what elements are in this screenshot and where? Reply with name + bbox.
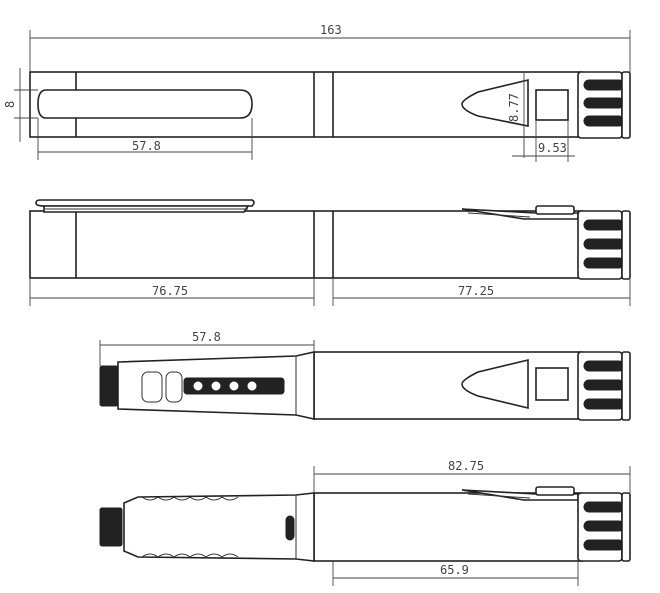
display-window <box>535 367 569 401</box>
dim-barrel-body: 65.9 <box>332 561 579 586</box>
dim-cap-length: 76.75 <box>29 278 315 306</box>
dim-label-clip-length: 57.8 <box>132 139 161 153</box>
dim-label-window-width: 9.53 <box>538 141 567 155</box>
dim-overall-length: 163 <box>29 23 631 72</box>
barrel-outline <box>313 492 583 562</box>
dim-label-barrel-body: 65.9 <box>440 563 469 577</box>
side-pocket-clip <box>35 199 255 213</box>
knurled-end-cap <box>577 210 631 280</box>
dim-label-open-extension: 57.8 <box>192 330 221 344</box>
threaded-tip <box>99 365 119 407</box>
extended-grip-ribbed <box>123 492 315 562</box>
threaded-tip <box>99 507 123 547</box>
dim-clip-length: 57.8 <box>37 118 253 160</box>
dim-open-extension: 57.8 <box>99 330 315 366</box>
display-window <box>535 89 569 121</box>
pocket-clip <box>37 89 253 119</box>
view-top-extended: 57.8 <box>99 330 631 421</box>
dim-label-cap-length: 76.75 <box>152 284 188 298</box>
arrow-clip-tab <box>461 78 529 127</box>
side-clip-tab <box>461 486 579 501</box>
dim-window-height: 8.77 <box>507 72 525 158</box>
grip-ribs <box>141 496 239 558</box>
dim-clip-width: 8 <box>3 68 38 142</box>
dim-window-width: 9.53 <box>512 120 575 162</box>
knurled-end-cap <box>577 492 631 562</box>
view-top-closed: 163 8 8.77 57.8 9.53 <box>3 23 631 162</box>
view-side-closed: 76.75 77.25 <box>29 199 631 306</box>
dim-barrel-length: 77.25 <box>332 278 631 306</box>
view-side-extended: 82.75 65.9 <box>99 459 631 586</box>
dim-label-clip-width: 8 <box>3 101 17 108</box>
knurled-end-cap <box>577 351 631 421</box>
dim-label-window-height: 8.77 <box>507 93 521 122</box>
dim-label-overall: 163 <box>320 23 342 37</box>
pen-body-outline <box>29 210 583 279</box>
arrow-clip-tab <box>461 358 529 410</box>
dim-label-barrel-length: 77.25 <box>458 284 494 298</box>
dim-label-barrel-with-clip: 82.75 <box>448 459 484 473</box>
dim-barrel-with-clip: 82.75 <box>313 459 631 493</box>
knurled-end-cap <box>577 71 631 139</box>
grip-button <box>285 515 295 541</box>
grip-slots <box>141 371 285 403</box>
